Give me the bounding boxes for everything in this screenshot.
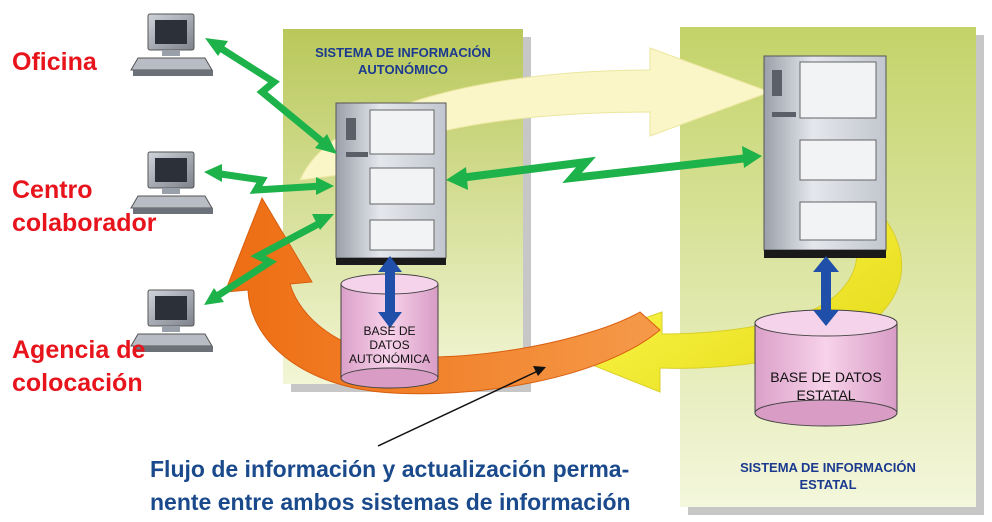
- flow-arrow-orange: [224, 196, 661, 395]
- db-link-arrow-estatal: [813, 256, 839, 326]
- server-icon-autonomico: [335, 102, 447, 265]
- caption-pointer-arrow: [377, 366, 546, 447]
- label-agencia: Agencia de colocación: [12, 334, 145, 400]
- link-arrow-centro: [204, 164, 334, 195]
- label-centro: Centro colaborador: [12, 174, 156, 240]
- database-label-autonomica-line3: AUTONÓMICA: [348, 352, 431, 366]
- server-icon-estatal: [763, 55, 887, 258]
- flow-caption-line1: Flujo de información y actualización per…: [150, 456, 630, 482]
- panel-title-autonomico-line1: SISTEMA DE INFORMACIÓN: [315, 45, 491, 60]
- panel-title-autonomico: SISTEMA DE INFORMACIÓN AUTONÓMICO: [283, 44, 523, 78]
- link-arrow-servers: [446, 146, 762, 190]
- flow-caption-line2: nente entre ambos sistemas de informació…: [150, 489, 631, 515]
- database-label-autonomica: BASE DE DATOS AUTONÓMICA: [341, 324, 438, 366]
- computer-icon-oficina: [130, 13, 213, 76]
- database-label-autonomica-line2: DATOS: [369, 338, 410, 352]
- label-centro-line1: Centro: [12, 176, 93, 204]
- panel-title-estatal-line1: SISTEMA DE INFORMACIÓN: [740, 460, 916, 475]
- panel-title-estatal: SISTEMA DE INFORMACIÓN ESTATAL: [680, 459, 976, 493]
- link-arrow-oficina: [205, 38, 337, 154]
- database-label-estatal-line2: ESTATAL: [796, 387, 856, 403]
- label-agencia-line1: Agencia de: [12, 336, 146, 364]
- label-oficina: Oficina: [12, 48, 97, 76]
- database-icon-autonomica: [340, 273, 439, 389]
- label-centro-line2: colaborador: [12, 209, 157, 237]
- panel-title-autonomico-line2: AUTONÓMICO: [357, 62, 449, 77]
- link-arrow-agencia: [204, 214, 334, 305]
- database-label-estatal: BASE DE DATOS ESTATAL: [755, 368, 897, 404]
- computer-icon-centro: [130, 151, 213, 214]
- flow-caption: Flujo de información y actualización per…: [150, 453, 631, 519]
- database-label-autonomica-line1: BASE DE: [363, 324, 416, 338]
- database-label-estatal-line1: BASE DE DATOS: [770, 369, 882, 385]
- panel-title-estatal-line2: ESTATAL: [799, 477, 857, 492]
- db-link-arrow-autonomico: [378, 256, 402, 328]
- label-agencia-line2: colocación: [12, 369, 143, 397]
- computer-icon-agencia: [130, 289, 213, 352]
